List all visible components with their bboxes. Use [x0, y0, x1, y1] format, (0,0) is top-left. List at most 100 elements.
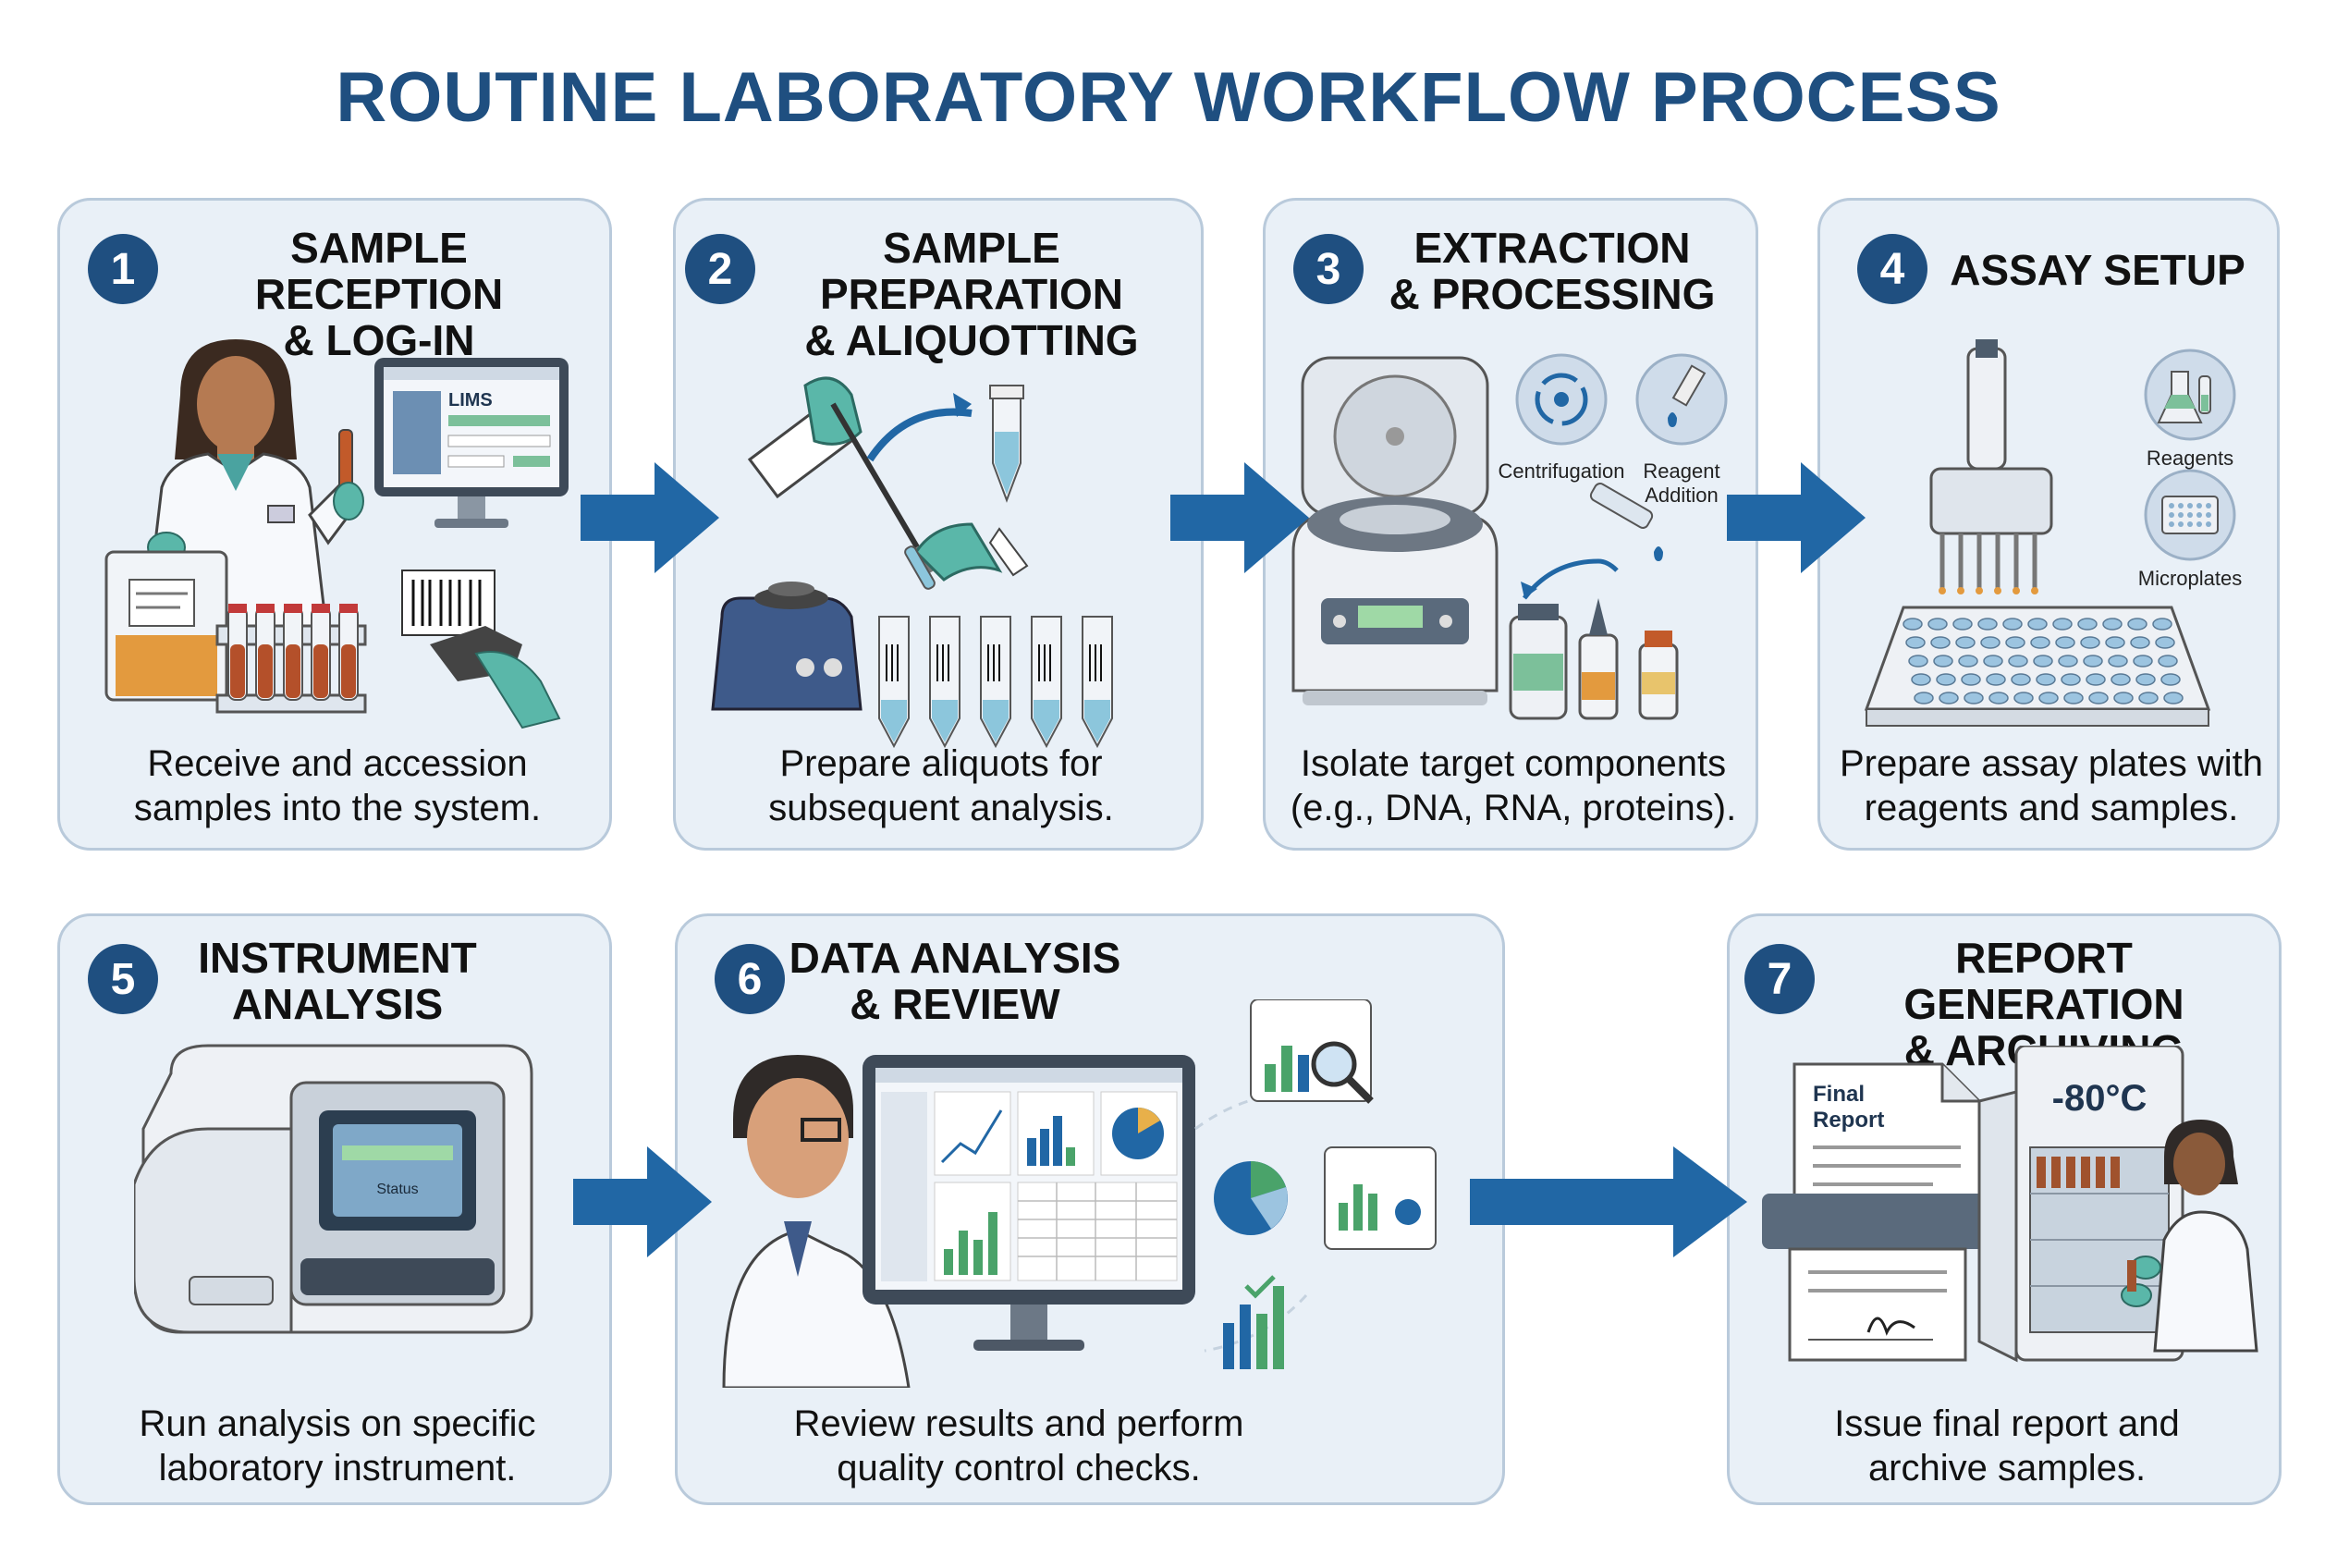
step-5-description: Run analysis on specific laboratory inst… — [139, 1403, 536, 1488]
vortex-mixer-icon — [711, 582, 863, 711]
plate-well — [1908, 655, 1928, 668]
addition-label: Addition — [1645, 484, 1719, 507]
plate-well — [2088, 692, 2109, 704]
plate-well — [2083, 655, 2103, 668]
lims-monitor-icon: LIMS — [374, 358, 569, 528]
step-1-description: Receive and accession samples into the s… — [133, 743, 542, 828]
plate-well — [1986, 673, 2006, 686]
aliquotting-illustration — [711, 376, 1113, 749]
monitor-dashboard-icon — [863, 1055, 1195, 1351]
plate-well — [2063, 692, 2084, 704]
plate-well — [1905, 636, 1926, 649]
pipette-hand-icon — [747, 376, 935, 575]
plate-well — [2160, 673, 2181, 686]
step-3-description: Isolate target components (e.g., DNA, RN… — [1290, 743, 1737, 828]
plate-well — [1988, 692, 2009, 704]
status-label: Status — [376, 1182, 418, 1197]
step-5-panel: 5 INSTRUMENT ANALYSIS Status Run analysi… — [57, 913, 612, 1505]
microplates-label: Microplates — [2138, 567, 2242, 590]
plate-well — [1911, 673, 1931, 686]
plate-well — [1927, 618, 1948, 631]
arrow-2-to-3 — [1170, 462, 1309, 573]
temperature-label: -80°C — [2052, 1078, 2147, 1119]
data-review-illustration — [722, 999, 1437, 1388]
plate-well — [1983, 655, 2003, 668]
plate-well — [2163, 692, 2184, 704]
arrow-6-to-7 — [1470, 1146, 1747, 1257]
step-6-title: DATA ANALYSIS & REVIEW — [789, 934, 1121, 1028]
plate-well — [2111, 673, 2131, 686]
step-4-title: ASSAY SETUP — [1950, 246, 2245, 294]
reagent-addition-icon — [1635, 353, 1728, 446]
gloved-hand-icon — [904, 522, 1029, 590]
plate-well — [2052, 618, 2073, 631]
final-report-icon: Final Report — [1762, 1062, 1993, 1362]
multichannel-pipette-icon — [1929, 339, 2053, 594]
plate-well — [2152, 618, 2172, 631]
mini-charts-icon — [1194, 999, 1437, 1369]
step-6-badge: 6 — [715, 944, 785, 1014]
plate-well — [2102, 618, 2123, 631]
plate-well — [2135, 673, 2156, 686]
plate-well — [1977, 618, 1998, 631]
plate-well — [1933, 655, 1953, 668]
plate-well — [1936, 673, 1956, 686]
step-1-panel: 1 SAMPLE RECEPTION & LOG-IN — [57, 198, 612, 851]
plate-well — [2008, 655, 2028, 668]
assay-plate-icon — [1864, 606, 2211, 727]
plate-well — [1961, 673, 1981, 686]
step-5-badge: 5 — [88, 944, 158, 1014]
plate-well — [1914, 692, 1934, 704]
barcode-scanner-icon — [401, 570, 561, 729]
step-3-badge: 3 — [1293, 234, 1364, 304]
plate-well — [2130, 636, 2150, 649]
arrow-3-to-4 — [1727, 462, 1866, 573]
centrifugation-label: Centrifugation — [1499, 459, 1625, 483]
lims-label: LIMS — [448, 390, 493, 410]
step-2-badge: 2 — [685, 234, 755, 304]
step-1-badge: 1 — [88, 234, 158, 304]
reagents-label: Reagents — [2147, 447, 2233, 470]
assay-setup-illustration: Reagents Microplates — [1864, 339, 2242, 727]
instrument-illustration: Status — [134, 1044, 533, 1334]
step-7-badge: 7 — [1744, 944, 1815, 1014]
plate-well — [2138, 692, 2159, 704]
sample-bag-icon — [104, 550, 228, 702]
centrifugation-icon — [1515, 353, 1608, 446]
plate-well — [1964, 692, 1984, 704]
reagent-bottles-icon — [1509, 483, 1679, 720]
plate-well — [2038, 692, 2059, 704]
plate-well — [1903, 618, 1923, 631]
step-6-panel: 6 DATA ANALYSIS & REVIEW — [675, 913, 1505, 1505]
plate-well — [2058, 655, 2078, 668]
plate-well — [2013, 692, 2034, 704]
step-3-title: EXTRACTION & PROCESSING — [1389, 224, 1716, 318]
archiving-illustration: Final Report -80°C — [1762, 1046, 2258, 1363]
plate-well — [2086, 673, 2106, 686]
plate-well — [2061, 673, 2081, 686]
analyzer-icon: Status — [134, 1044, 533, 1334]
plate-well — [2011, 673, 2031, 686]
plate-well — [1955, 636, 1976, 649]
plate-well — [1930, 636, 1951, 649]
plate-well — [2005, 636, 2025, 649]
microplates-icon — [2144, 469, 2236, 561]
plate-well — [2105, 636, 2125, 649]
plate-well — [1980, 636, 2001, 649]
step-7-panel: 7 REPORT GENERATION & ARCHIVING Final Re… — [1727, 913, 2282, 1505]
extraction-illustration: Centrifugation Reagent Addition — [1291, 353, 1728, 720]
plate-well — [2113, 692, 2134, 704]
step-6-description: Review results and perform quality contr… — [793, 1403, 1244, 1488]
plate-well — [2080, 636, 2100, 649]
arrow-5-to-6 — [573, 1146, 712, 1257]
sample-reception-illustration: LIMS — [104, 339, 569, 729]
step-5-title: INSTRUMENT ANALYSIS — [198, 934, 477, 1028]
tube-rack-icon — [215, 604, 367, 714]
step-7-description: Issue final report and archive samples. — [1834, 1403, 2180, 1488]
step-2-title: SAMPLE PREPARATION & ALIQUOTTING — [804, 224, 1139, 364]
plate-well — [1952, 618, 1973, 631]
plate-well — [2036, 673, 2056, 686]
report-label: Report — [1813, 1108, 1884, 1133]
plate-well — [2155, 636, 2175, 649]
